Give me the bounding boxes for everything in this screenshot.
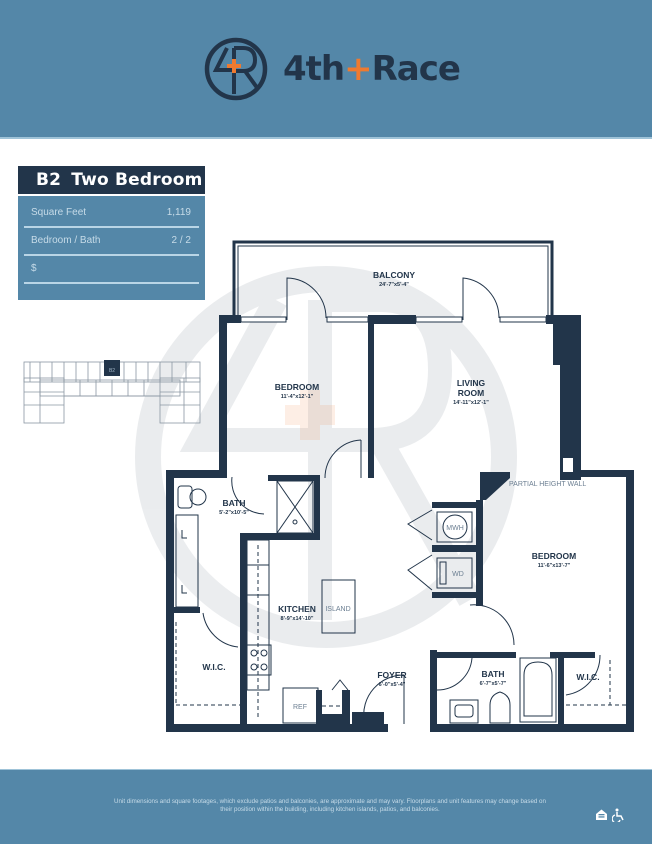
refrigerator-label: REF bbox=[293, 704, 307, 711]
row-label: Bedroom / Bath bbox=[31, 235, 101, 246]
unit-code: B2 bbox=[36, 170, 62, 190]
key-plan bbox=[23, 361, 201, 424]
room-name: KITCHEN bbox=[278, 604, 316, 614]
room-living-room: LIVING ROOM 14'-11"x12'-1" bbox=[453, 378, 489, 406]
washer-dryer-label: WD bbox=[452, 571, 464, 578]
room-dims: 5'-2"x10'-5" bbox=[219, 510, 249, 516]
row-bed-bath: Bedroom / Bath 2 / 2 bbox=[24, 228, 199, 256]
row-square-feet: Square Feet 1,119 bbox=[24, 200, 199, 228]
room-name: BEDROOM bbox=[532, 551, 576, 561]
keyplan-unit-label: B2 bbox=[109, 368, 115, 374]
4r-circle-logo-icon bbox=[204, 37, 268, 101]
room-bath-2: BATH 6'-7"x5'-7" bbox=[480, 669, 507, 687]
row-label: $ bbox=[31, 263, 37, 274]
watermark-logo-icon bbox=[135, 266, 517, 648]
accessibility-icon bbox=[612, 808, 624, 822]
header-divider bbox=[0, 137, 652, 139]
room-kitchen: KITCHEN 8'-9"x14'-10" bbox=[278, 604, 316, 622]
room-name: W.I.C. bbox=[202, 662, 225, 672]
room-dims: 6'-0"x5'-4" bbox=[379, 682, 406, 688]
room-dims: 8'-9"x14'-10" bbox=[281, 616, 314, 622]
brand-wordmark: 4th+Race bbox=[283, 49, 461, 89]
room-wic-2: W.I.C. bbox=[576, 672, 599, 682]
room-foyer: FOYER 6'-0"x5'-4" bbox=[377, 670, 406, 688]
room-dims: 24'-7"x5'-4" bbox=[379, 282, 409, 288]
keyplan-highlight bbox=[104, 360, 120, 376]
room-balcony: BALCONY 24'-7"x5'-4" bbox=[373, 270, 415, 288]
brand-name-part2: Race bbox=[371, 49, 461, 89]
disclaimer-text: Unit dimensions and square footages, whi… bbox=[114, 798, 546, 813]
equal-housing-icon bbox=[596, 809, 607, 820]
water-heater-label: MWH bbox=[446, 525, 464, 532]
room-dims: 11'-4"x12'-1" bbox=[281, 394, 314, 400]
room-name-line2: ROOM bbox=[458, 388, 484, 398]
room-name: FOYER bbox=[377, 670, 406, 680]
island-label: ISLAND bbox=[325, 606, 350, 613]
footer-band: Unit dimensions and square footages, whi… bbox=[0, 770, 652, 844]
unit-details: Square Feet 1,119 Bedroom / Bath 2 / 2 $ bbox=[18, 196, 205, 300]
brand-name-part1: 4th bbox=[283, 49, 345, 89]
footer-icons bbox=[595, 808, 625, 822]
room-name: W.I.C. bbox=[576, 672, 599, 682]
room-dims: 14'-11"x12'-1" bbox=[453, 400, 489, 406]
brand-logo[interactable]: 4th+Race bbox=[203, 36, 461, 102]
room-dims: 11'-6"x13'-7" bbox=[538, 563, 571, 569]
room-dims: 6'-7"x5'-7" bbox=[480, 681, 507, 687]
row-price: $ bbox=[24, 256, 199, 284]
brand-plus: + bbox=[344, 49, 372, 89]
room-name: BATH bbox=[482, 669, 505, 679]
row-value: 2 / 2 bbox=[171, 235, 191, 246]
room-name: LIVING bbox=[457, 378, 486, 388]
room-bedroom-1: BEDROOM 11'-4"x12'-1" bbox=[275, 382, 319, 400]
unit-info-card: B2 Two Bedroom Square Feet 1,119 Bedroom … bbox=[18, 166, 205, 300]
room-bedroom-2: BEDROOM 11'-6"x13'-7" bbox=[532, 551, 576, 569]
row-label: Square Feet bbox=[31, 207, 87, 218]
room-bath-1: BATH 5'-2"x10'-5" bbox=[219, 498, 249, 516]
room-name: BALCONY bbox=[373, 270, 415, 280]
room-wic-1: W.I.C. bbox=[202, 662, 225, 672]
row-value: 1,119 bbox=[166, 207, 191, 218]
unit-title: B2 Two Bedroom bbox=[18, 166, 205, 194]
header-band bbox=[0, 0, 652, 137]
room-name: BATH bbox=[223, 498, 246, 508]
unit-name: Two Bedroom bbox=[71, 170, 203, 190]
room-name: BEDROOM bbox=[275, 382, 319, 392]
partial-wall-note: PARTIAL HEIGHT WALL bbox=[509, 481, 586, 488]
